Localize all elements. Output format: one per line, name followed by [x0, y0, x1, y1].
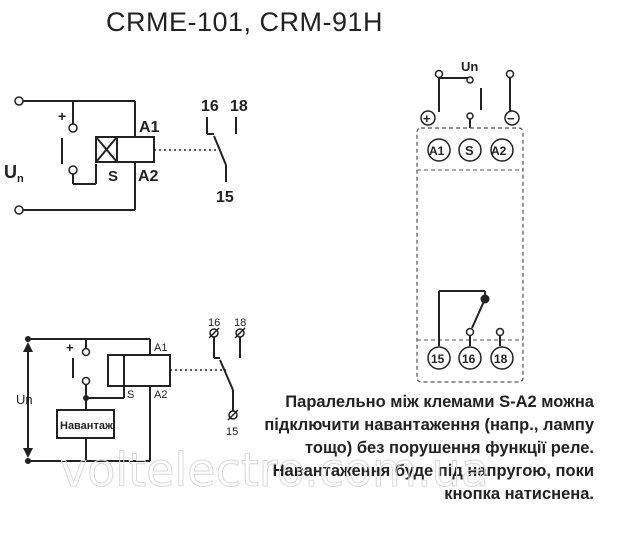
top-contact-18: 18 — [230, 98, 248, 115]
description-text: Паралельно між клемами S-A2 можна підклю… — [264, 393, 594, 503]
bottom-contact-15: 15 — [226, 426, 238, 438]
bottom-contact-16: 16 — [208, 317, 220, 329]
device-terminal-15 — [427, 346, 451, 370]
top-contact-16: 16 — [201, 98, 219, 115]
description-line-5: кнопка натиснена. — [444, 485, 594, 503]
device-label-a1: A1 — [429, 144, 445, 158]
device-plus-mark — [420, 110, 436, 126]
device-label-a2: A2 — [491, 144, 507, 158]
device-terminal-s — [458, 138, 482, 162]
device-un-terminal-left — [434, 69, 444, 79]
bottom-label-a2: A2 — [154, 389, 167, 401]
top-label-s: S — [108, 168, 118, 185]
bottom-relay-coil — [107, 354, 171, 387]
bottom-circuit: Un + Навантаж. A1 A2 S 16 18 — [16, 317, 246, 464]
bottom-label-s: S — [127, 389, 134, 401]
page-title: CRME-101, CRM-91H — [106, 7, 383, 37]
button-terminal-top — [68, 123, 78, 133]
bottom-un-label: Un — [16, 392, 33, 407]
supply-terminal-top — [14, 96, 24, 106]
device-contact-18-point — [495, 327, 505, 337]
top-button-plus: + — [58, 108, 66, 124]
description-line-1: Паралельно між клемами S-A2 можна — [285, 393, 595, 411]
un-arrow-down — [23, 448, 33, 458]
device-housing — [416, 127, 524, 383]
relay-coil — [95, 136, 155, 163]
device-minus-mark — [504, 110, 520, 126]
top-circuit: + A1 A2 S Un 16 18 15 — [4, 96, 248, 215]
device-un-label: Un — [461, 59, 478, 74]
bottom-button-terminal-bottom — [81, 376, 91, 386]
device-terminal-a1 — [427, 138, 451, 162]
relay-device: Un + − A1 S A2 15 16 18 — [416, 59, 524, 383]
top-supply-label: Un — [4, 162, 24, 185]
bottom-button-terminal-top — [81, 347, 91, 357]
device-label-s: S — [465, 143, 474, 158]
changeover-contact — [213, 135, 227, 166]
device-plus-sign: + — [423, 111, 431, 126]
top-contact-15: 15 — [216, 189, 234, 206]
description-line-2: підключити навантаження (напр., лампу — [264, 416, 594, 434]
top-label-a1: A1 — [139, 119, 160, 136]
device-button-terminal-bottom — [466, 112, 474, 120]
bottom-label-a1: A1 — [154, 342, 167, 354]
device-label-18: 18 — [494, 352, 508, 366]
button-terminal-bottom — [68, 165, 78, 175]
device-minus-sign: − — [507, 111, 515, 126]
device-contact-16-point — [465, 327, 475, 337]
bottom-button-plus: + — [66, 340, 74, 355]
description-line-4: Навантаження буде під напругою, поки — [273, 462, 594, 480]
un-arrow-up — [23, 342, 33, 352]
supply-terminal-bottom — [14, 205, 24, 215]
top-label-a2: A2 — [138, 168, 159, 185]
description-line-3: тощо) без порушення функції реле. — [305, 439, 594, 457]
device-contact-arm — [471, 298, 486, 329]
device-terminal-a2 — [490, 138, 514, 162]
device-terminal-18 — [490, 346, 514, 370]
watermark: voltelectro.com.ua — [60, 443, 489, 497]
bottom-contact-18: 18 — [234, 317, 246, 329]
device-button-terminal-top — [466, 76, 474, 84]
device-un-terminal-right — [505, 69, 515, 79]
load-label: Навантаж. — [60, 420, 116, 432]
device-label-15: 15 — [431, 352, 445, 366]
device-label-16: 16 — [462, 352, 476, 366]
device-terminal-16 — [458, 346, 482, 370]
bottom-changeover-contact — [219, 359, 234, 391]
